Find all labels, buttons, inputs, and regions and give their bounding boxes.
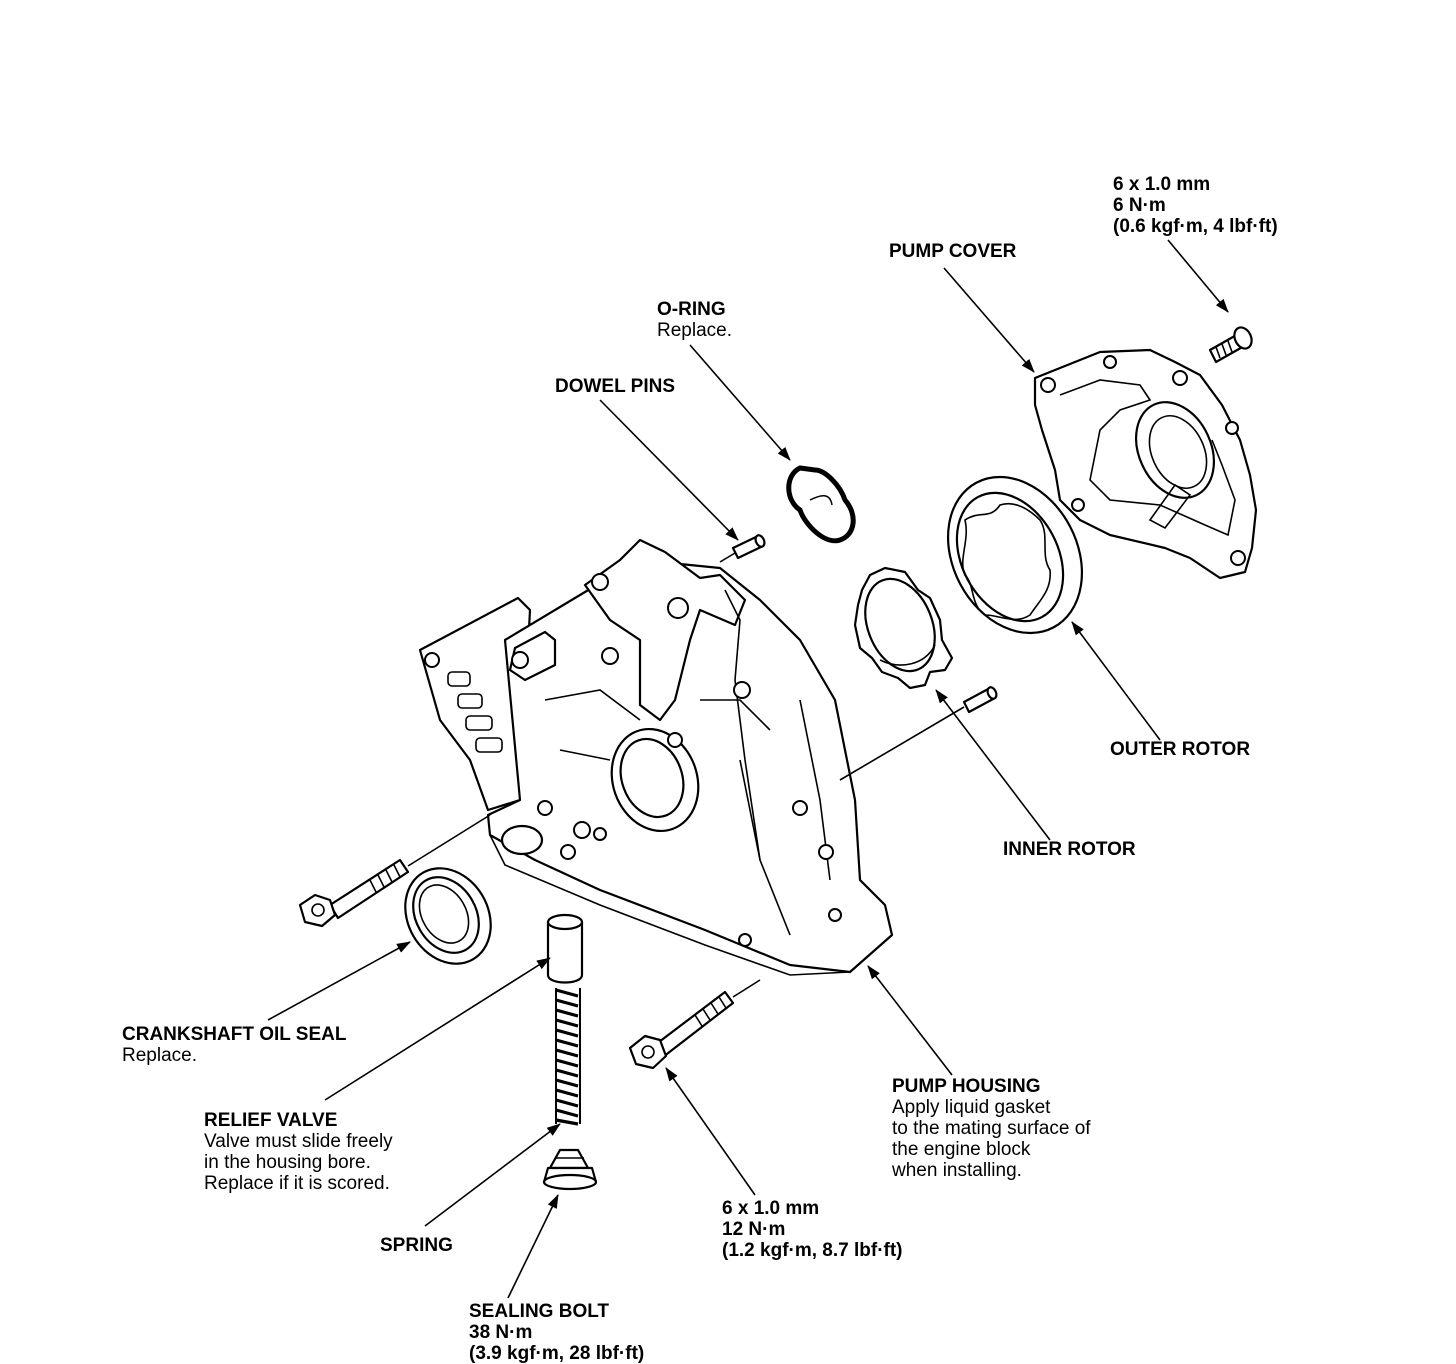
dowel-pin-lower xyxy=(962,686,998,714)
pump-housing xyxy=(418,538,894,976)
relief-valve-note-3: Replace if it is scored. xyxy=(204,1173,390,1194)
pump-housing-note-2: to the mating surface of xyxy=(892,1118,1091,1139)
cover-bolt xyxy=(1208,326,1253,364)
leader-lines xyxy=(267,239,1229,1299)
cover-bolt-size: 6 x 1.0 mm xyxy=(1113,174,1211,195)
o-ring-note: Replace. xyxy=(657,320,732,341)
crankshaft-oil-seal xyxy=(404,867,492,965)
o-ring-label: O-RING Replace. xyxy=(657,299,732,341)
pump-housing-note-3: the engine block xyxy=(892,1139,1031,1160)
relief-valve-title: RELIEF VALVE xyxy=(204,1110,338,1131)
pump-cover-label: PUMP COVER xyxy=(889,241,1016,262)
sealing-bolt-title: SEALING BOLT xyxy=(469,1301,610,1322)
sealing-bolt xyxy=(542,1148,598,1191)
pump-housing-title: PUMP HOUSING xyxy=(892,1076,1041,1097)
outer-rotor xyxy=(946,475,1084,635)
relief-valve xyxy=(546,913,584,984)
outer-rotor-label: OUTER ROTOR xyxy=(1110,739,1250,760)
pump-housing-note-1: Apply liquid gasket xyxy=(892,1097,1051,1118)
outer-rotor-title: OUTER ROTOR xyxy=(1110,739,1251,760)
pump-cover xyxy=(1033,348,1258,580)
sealing-bolt-label: SEALING BOLT 38 N·m (3.9 kgf·m, 28 lbf·f… xyxy=(469,1301,644,1364)
housing-bolt-size: 6 x 1.0 mm xyxy=(722,1198,820,1219)
crankshaft-oil-seal-note: Replace. xyxy=(122,1045,197,1066)
housing-bolt-spec-label: 6 x 1.0 mm 12 N·m (1.2 kgf·m, 8.7 lbf·ft… xyxy=(722,1198,903,1261)
dowel-pin-upper xyxy=(731,534,766,560)
sealing-bolt-torque: 38 N·m xyxy=(469,1322,533,1343)
pump-cover-title: PUMP COVER xyxy=(889,241,1017,262)
inner-rotor-title: INNER ROTOR xyxy=(1003,839,1136,860)
housing-bolt-torque: 12 N·m xyxy=(722,1219,786,1240)
relief-valve-label: RELIEF VALVE Valve must slide freely in … xyxy=(204,1110,393,1194)
lower-housing-bolt xyxy=(628,990,735,1070)
left-housing-bolt xyxy=(298,858,410,928)
spring-label: SPRING xyxy=(380,1235,453,1256)
relief-valve-note-2: in the housing bore. xyxy=(204,1152,371,1173)
inner-rotor-label: INNER ROTOR xyxy=(1003,839,1136,860)
cover-bolt-torque: 6 N·m xyxy=(1113,195,1166,216)
dowel-pins-title: DOWEL PINS xyxy=(555,376,675,397)
spring-title: SPRING xyxy=(380,1235,453,1256)
cover-bolt-torque-alt: (0.6 kgf·m, 4 lbf·ft) xyxy=(1113,216,1278,237)
relief-valve-note-1: Valve must slide freely xyxy=(204,1131,393,1152)
pump-housing-label: PUMP HOUSING Apply liquid gasket to the … xyxy=(892,1076,1091,1181)
housing-bolt-torque-alt: (1.2 kgf·m, 8.7 lbf·ft) xyxy=(722,1240,903,1261)
o-ring-title: O-RING xyxy=(657,299,726,320)
crankshaft-oil-seal-title: CRANKSHAFT OIL SEAL xyxy=(122,1024,347,1045)
sealing-bolt-torque-alt: (3.9 kgf·m, 28 lbf·ft) xyxy=(469,1343,645,1364)
spring xyxy=(555,988,581,1126)
cover-bolt-spec-label: 6 x 1.0 mm 6 N·m (0.6 kgf·m, 4 lbf·ft) xyxy=(1113,174,1278,237)
pump-housing-note-4: when installing. xyxy=(892,1160,1022,1181)
inner-rotor xyxy=(853,566,954,690)
o-ring xyxy=(786,465,856,544)
crankshaft-oil-seal-label: CRANKSHAFT OIL SEAL Replace. xyxy=(122,1024,346,1066)
dowel-pins-label: DOWEL PINS xyxy=(555,376,675,397)
